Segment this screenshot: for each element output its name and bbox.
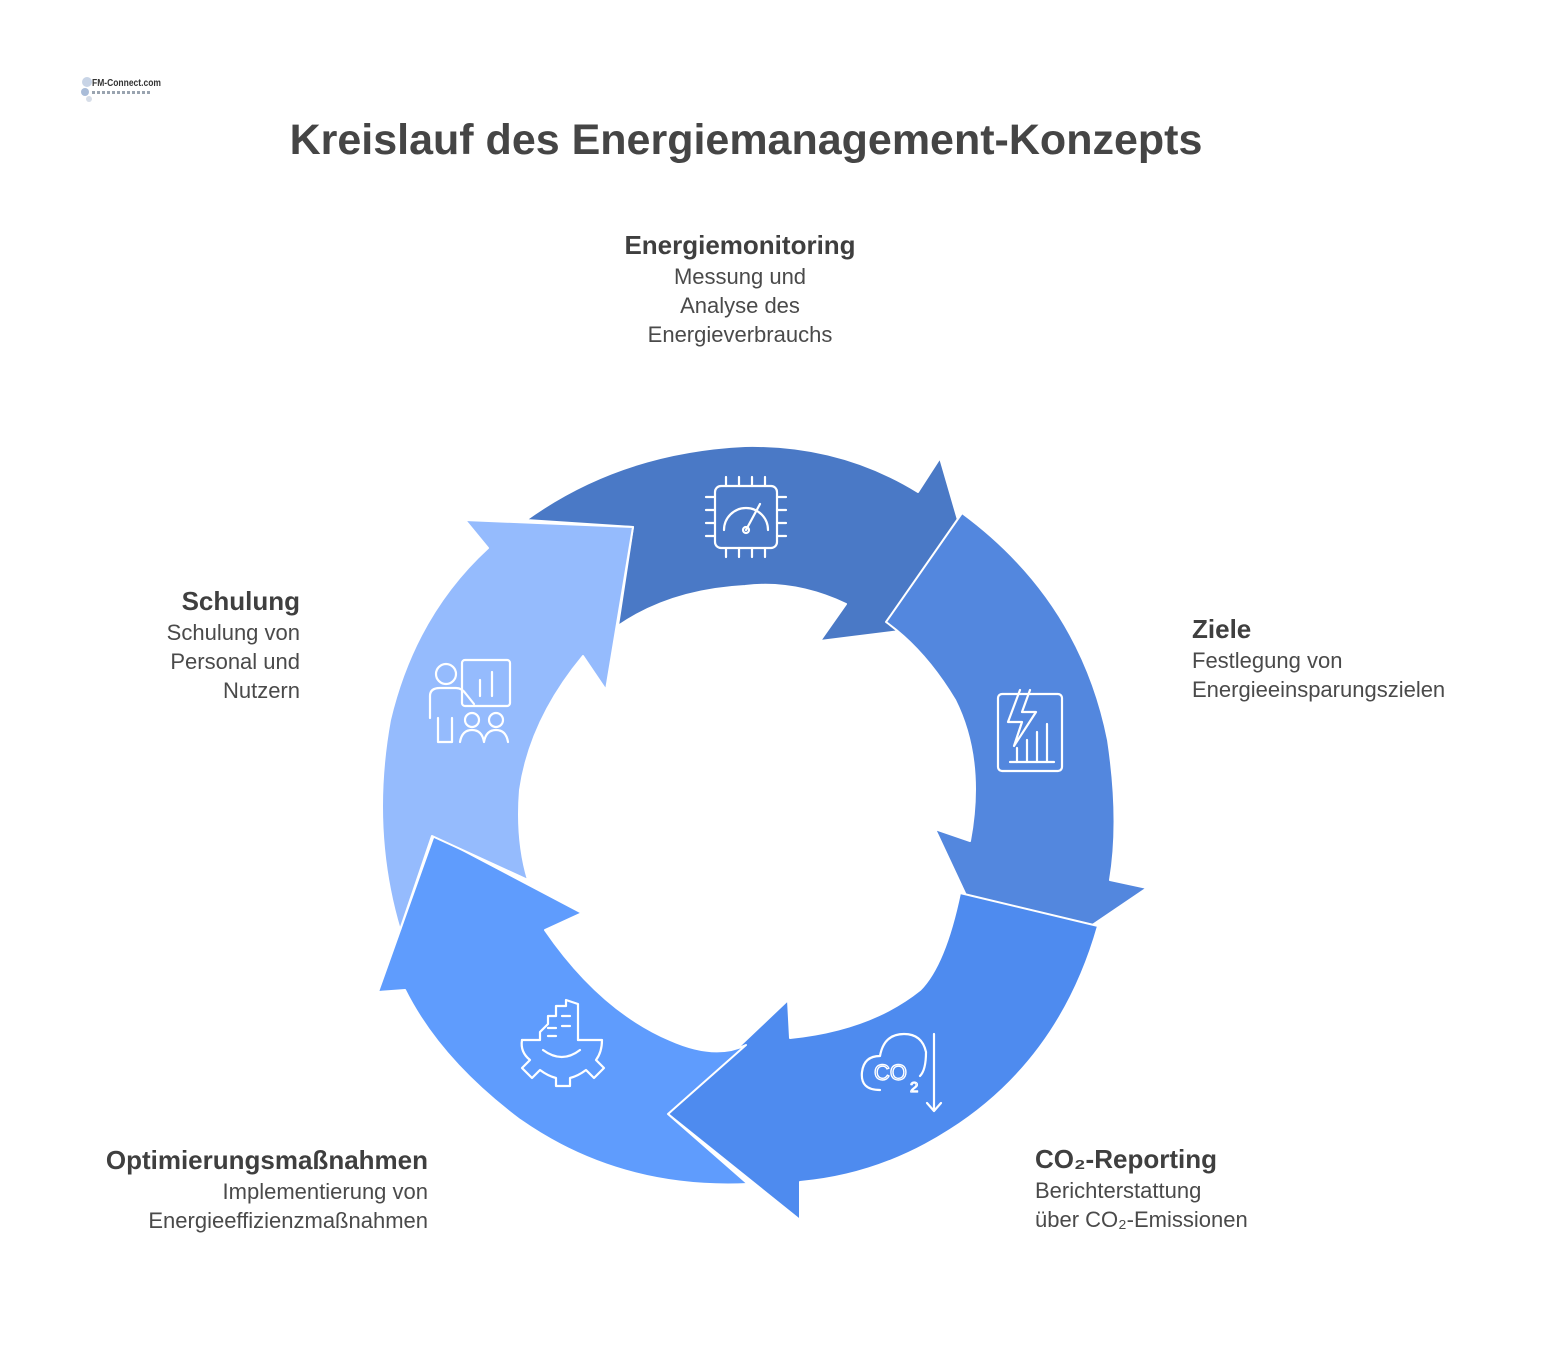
step-title-schulung: Schulung	[181, 586, 300, 616]
logo-mark-icon	[81, 77, 92, 102]
step-label-schulung: Schulung Schulung von Personal und Nutze…	[80, 584, 300, 705]
cycle-arrow-monitoring	[525, 444, 988, 642]
svg-text:2: 2	[910, 1079, 918, 1096]
step-label-reporting: CO₂-Reporting Berichterstattung über CO₂…	[1035, 1142, 1415, 1234]
training-presentation-icon	[428, 658, 512, 744]
svg-text:CO: CO	[874, 1060, 907, 1085]
step-label-monitoring: Energiemonitoring Messung und Analyse de…	[590, 228, 890, 349]
step-description-optimierung: Implementierung von Energieeffizienzmaßn…	[148, 1179, 428, 1233]
logo-text: FM-Connect.com	[92, 78, 161, 89]
step-description-monitoring: Messung und Analyse des Energieverbrauch…	[647, 264, 833, 347]
step-title-ziele: Ziele	[1192, 614, 1252, 644]
logo: FM-Connect.com	[80, 74, 161, 106]
energy-chart-icon	[996, 688, 1064, 773]
step-title-reporting: CO₂-Reporting	[1035, 1144, 1217, 1174]
gauge-chip-icon	[704, 475, 788, 559]
step-description-schulung: Schulung von Personal und Nutzern	[166, 620, 300, 703]
step-label-ziele: Ziele Festlegung von Energieeinsparungsz…	[1192, 612, 1532, 704]
step-title-monitoring: Energiemonitoring	[624, 230, 856, 260]
building-gear-icon	[520, 998, 606, 1088]
cycle-arrow-reporting	[667, 892, 1099, 1221]
step-description-ziele: Festlegung von Energieeinsparungszielen	[1192, 648, 1446, 702]
cycle-arrow-optimierung	[377, 834, 749, 1186]
cycle-arrow-schulung	[381, 519, 634, 931]
step-description-reporting: Berichterstattung über CO₂-Emissionen	[1035, 1178, 1248, 1232]
page-title: Kreislauf des Energiemanagement-Konzepts	[289, 116, 1203, 164]
step-label-optimierung: Optimierungsmaßnahmen Implementierung vo…	[60, 1143, 428, 1235]
logo-tagline	[92, 91, 150, 94]
co2-cloud-icon: CO 2	[860, 1032, 943, 1113]
step-title-optimierung: Optimierungsmaßnahmen	[105, 1145, 428, 1175]
